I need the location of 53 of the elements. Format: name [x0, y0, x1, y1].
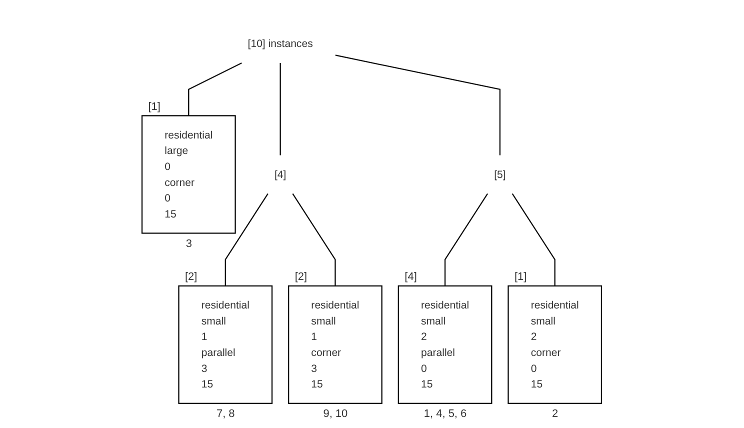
attribute-list: residential small 1 parallel 3 15	[202, 297, 250, 392]
attribute-list: residential small 2 parallel 0 15	[421, 297, 470, 392]
node-label: 1	[202, 330, 208, 342]
instance-numbers: 9, 10	[323, 409, 348, 420]
node-label: 15	[311, 378, 324, 390]
attribute-box	[288, 285, 383, 404]
count-label: [2]	[185, 272, 198, 283]
node-label: 2	[421, 330, 428, 342]
attribute-box	[178, 285, 273, 404]
instance-numbers: 3	[186, 239, 192, 250]
attribute-box	[398, 285, 492, 404]
node-label: small	[531, 314, 556, 327]
instance-numbers: 1, 4, 5, 6	[424, 409, 467, 420]
node-label: 0	[421, 362, 428, 374]
node-label: 15	[164, 208, 177, 220]
count-label: [2]	[294, 272, 308, 283]
node-label: 0	[531, 362, 537, 374]
count-label: [1]	[514, 272, 527, 283]
node-label: 3	[202, 362, 208, 374]
node-label: small	[421, 314, 446, 327]
node-label: large	[164, 144, 188, 156]
node-label: 0	[164, 192, 171, 204]
node-label: parallel	[421, 346, 456, 358]
node-label: residential	[164, 128, 213, 141]
node-label: 15	[421, 378, 433, 390]
count-label: [1]	[148, 102, 160, 113]
instance-numbers: 2	[552, 409, 558, 420]
node-label: corner	[311, 346, 342, 358]
node-label: residential	[311, 298, 360, 311]
count-label: [5]	[494, 167, 506, 182]
instance-numbers: 7, 8	[216, 409, 235, 420]
attribute-list: residential small 1 corner 3 15	[311, 297, 360, 392]
node-label: small	[202, 314, 226, 327]
node-label: residential	[421, 298, 470, 311]
node-label: 15	[531, 378, 543, 390]
attribute-list: residential large 0 corner 0 15	[164, 127, 213, 222]
count-label: [4]	[404, 272, 417, 283]
node-label: residential	[531, 298, 580, 311]
count-label: [4]	[274, 167, 286, 182]
node-label: 0	[164, 160, 171, 172]
attribute-box	[142, 115, 236, 234]
node-label: small	[311, 314, 336, 327]
node-label: corner	[164, 176, 195, 188]
node-label: corner	[531, 346, 561, 358]
node-label: residential	[202, 298, 250, 311]
attribute-list: residential small 2 corner 0 15	[531, 297, 580, 392]
node-label: parallel	[202, 346, 236, 358]
count-label: [10] instances	[248, 36, 314, 52]
node-label: 3	[311, 362, 318, 374]
attribute-box	[508, 285, 602, 404]
node-label: 2	[531, 330, 537, 342]
node-label: 1	[311, 330, 318, 342]
node-label: 15	[202, 378, 214, 390]
